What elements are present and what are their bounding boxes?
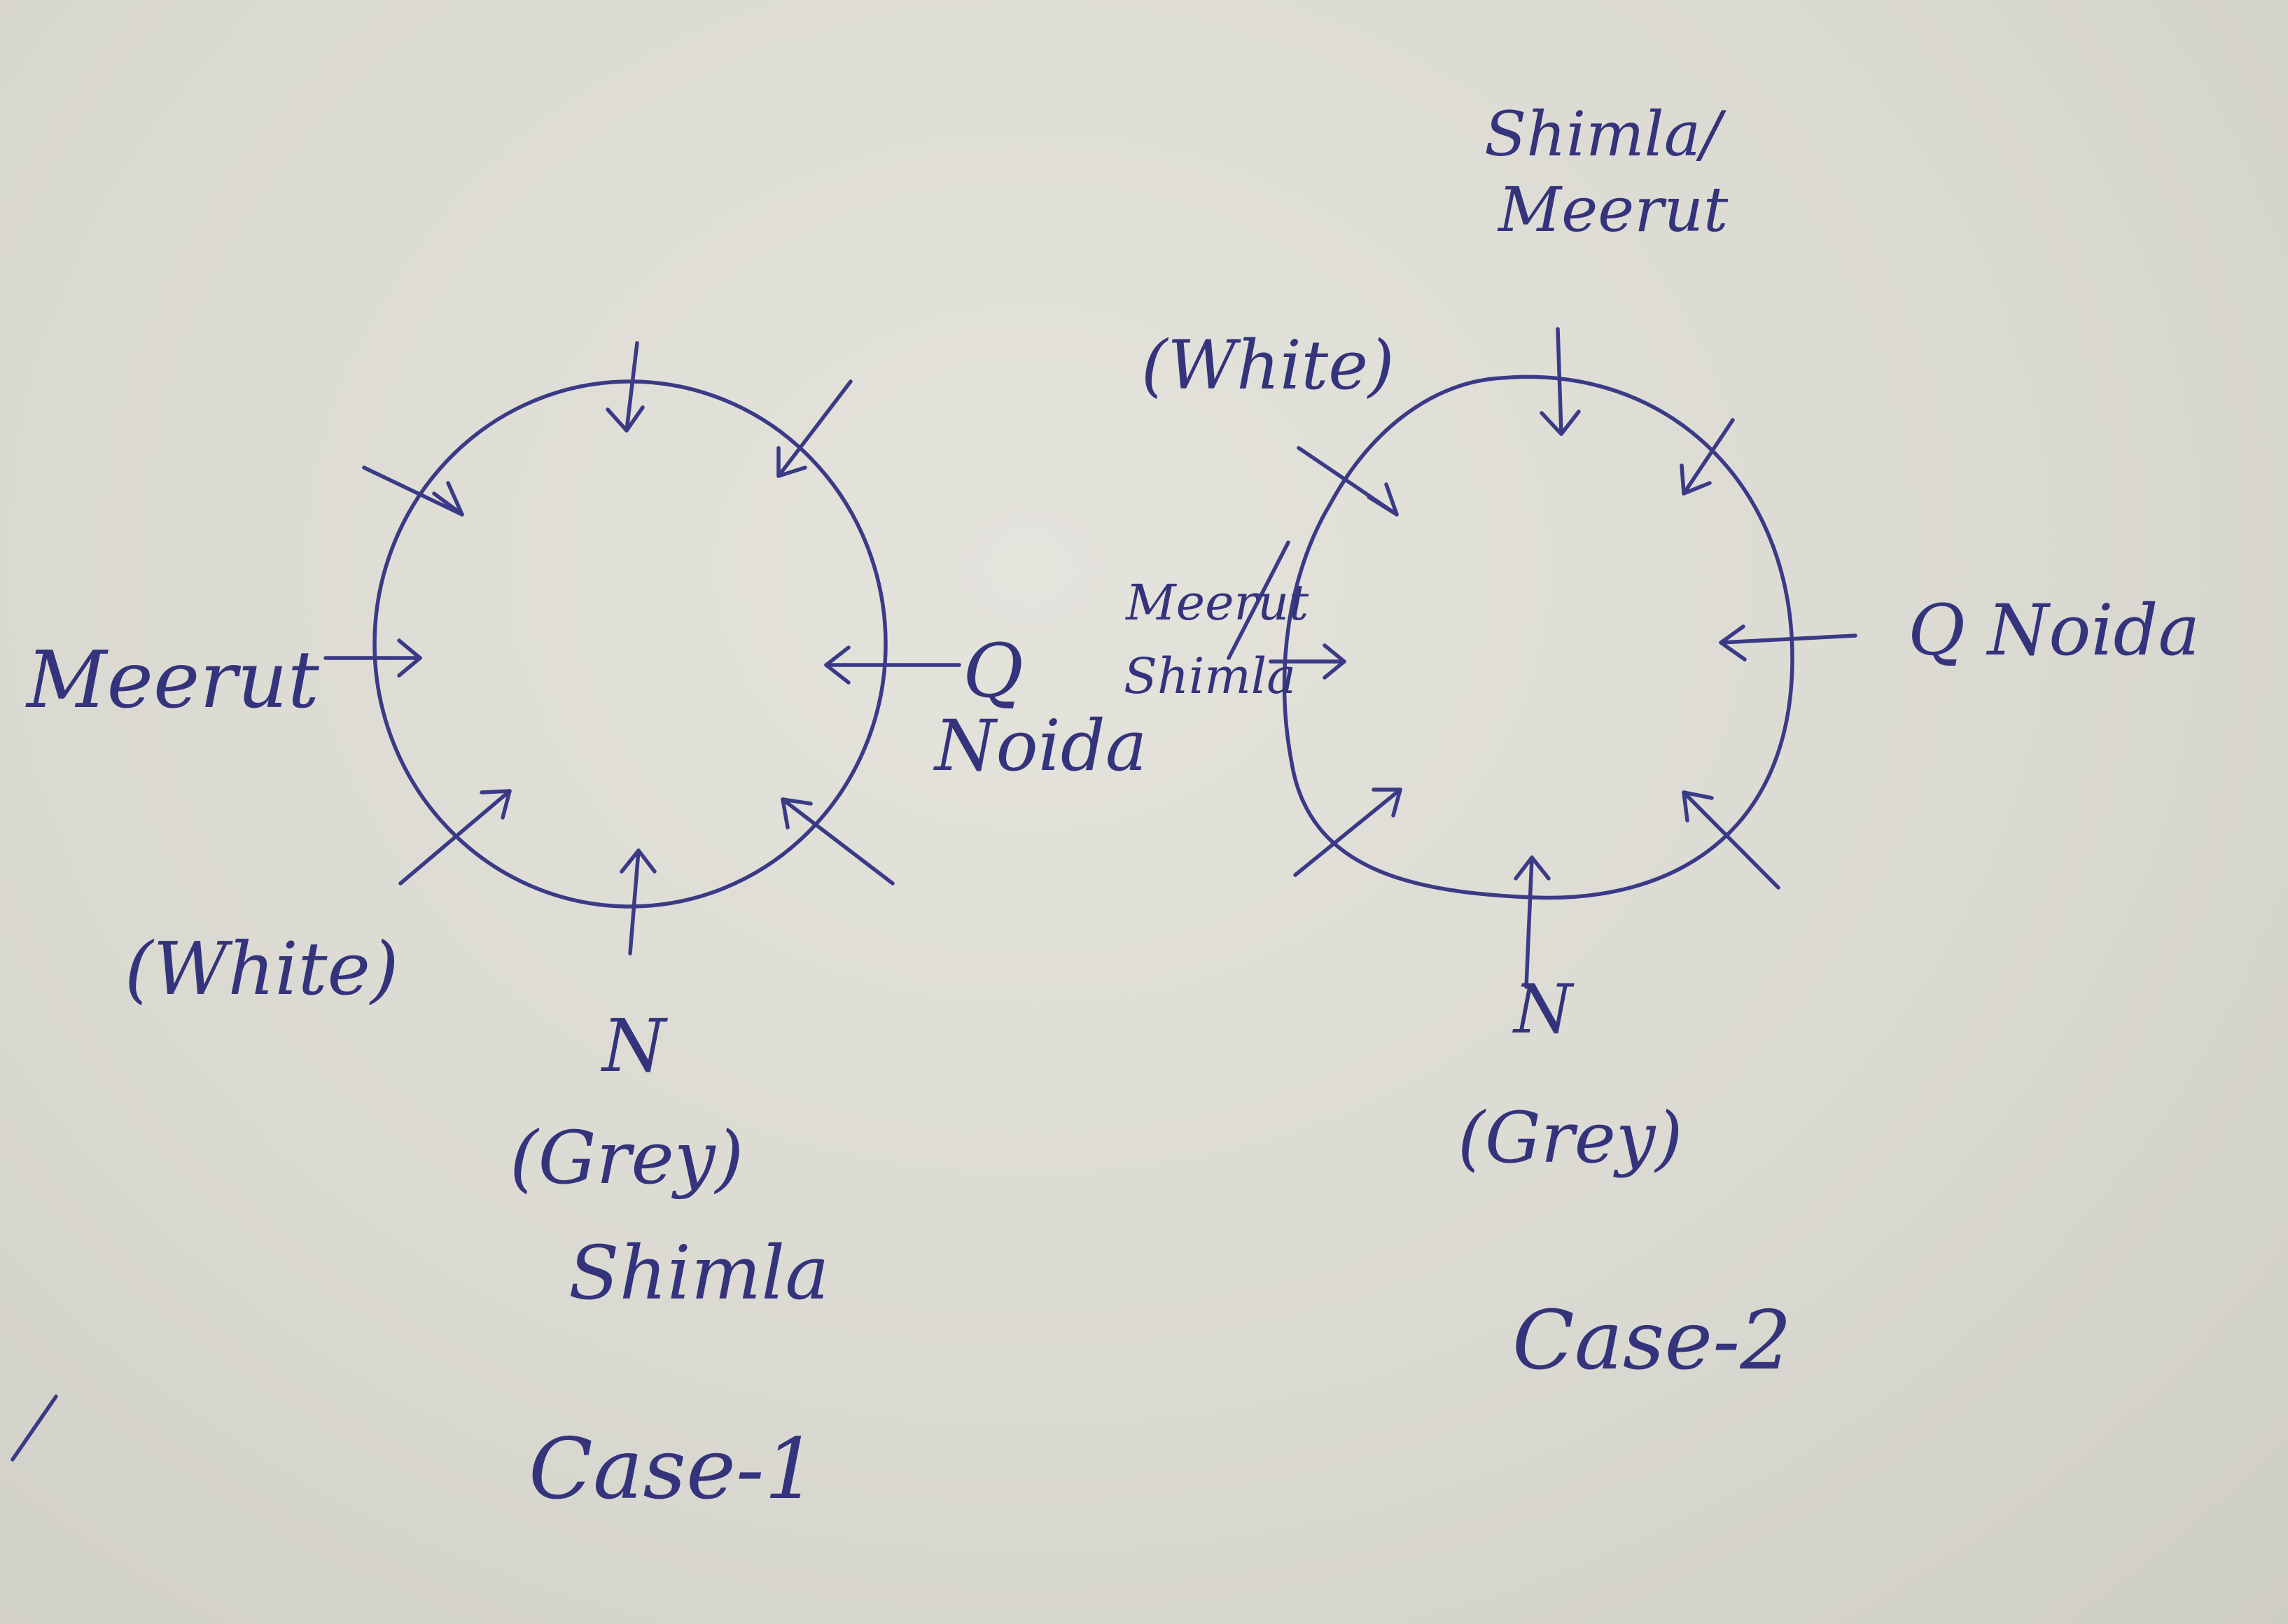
case2-bottom-letter: N bbox=[1512, 970, 1575, 1049]
case2-arrow-left bbox=[1269, 643, 1346, 680]
case1-bottom-color: (Grey) bbox=[510, 1115, 744, 1200]
case2-label: Case-2 bbox=[1512, 1294, 1792, 1388]
case1-right-name: Noida bbox=[933, 705, 1147, 787]
case1-bottom-name: Shimla bbox=[568, 1230, 829, 1316]
case1-circle bbox=[372, 379, 888, 909]
case2-left-name-1: Meerut bbox=[1124, 574, 1309, 631]
case1-arrow-bottom bbox=[620, 848, 657, 955]
case2-top-name-2: Meerut bbox=[1497, 174, 1729, 246]
case2-arrow-top bbox=[1540, 327, 1581, 436]
case2-left-name-2: Shimla bbox=[1124, 648, 1296, 705]
case2-diagram: Shimla/ Meerut (White) Meerut Shimla Q N… bbox=[1124, 98, 2200, 1388]
case1-arrow-right bbox=[824, 645, 961, 685]
case2-arrow-bottom-left bbox=[1293, 788, 1402, 877]
case1-left-name: Meerut bbox=[25, 635, 320, 726]
case1-arrow-top bbox=[606, 341, 645, 433]
case2-right-name: Q Noida bbox=[1908, 589, 2200, 671]
stray-pen-mark bbox=[11, 1394, 58, 1462]
case2-top-name-1: Shimla/ bbox=[1484, 98, 1727, 170]
case1-arrow-top-left bbox=[362, 465, 464, 517]
case1-lower-left-color: (White) bbox=[125, 926, 399, 1011]
case1-arrow-bottom-left bbox=[398, 789, 512, 886]
case2-arrow-top-left bbox=[1297, 446, 1399, 517]
case1-arrow-top-right bbox=[776, 379, 853, 478]
case1-arrow-bottom-right bbox=[781, 797, 895, 886]
case1-diagram: Meerut Q Noida (White) N (Grey) Shimla C… bbox=[25, 341, 1147, 1518]
case1-bottom-letter: N bbox=[600, 1003, 668, 1088]
case2-upper-left-color: (White) bbox=[1141, 326, 1395, 405]
case2-arrow-bottom bbox=[1514, 855, 1551, 989]
case2-arrow-bottom-right bbox=[1682, 790, 1780, 890]
case1-arrow-left bbox=[323, 638, 422, 678]
case2-bottom-color: (Grey) bbox=[1458, 1097, 1682, 1179]
case2-circle bbox=[1282, 374, 1794, 900]
case2-arrow-right bbox=[1719, 624, 1857, 662]
case2-arrow-left-slash bbox=[1227, 540, 1290, 660]
case1-right-letter: Q bbox=[963, 628, 1024, 714]
case2-arrow-top-right bbox=[1680, 418, 1735, 496]
case1-label: Case-1 bbox=[529, 1421, 818, 1518]
